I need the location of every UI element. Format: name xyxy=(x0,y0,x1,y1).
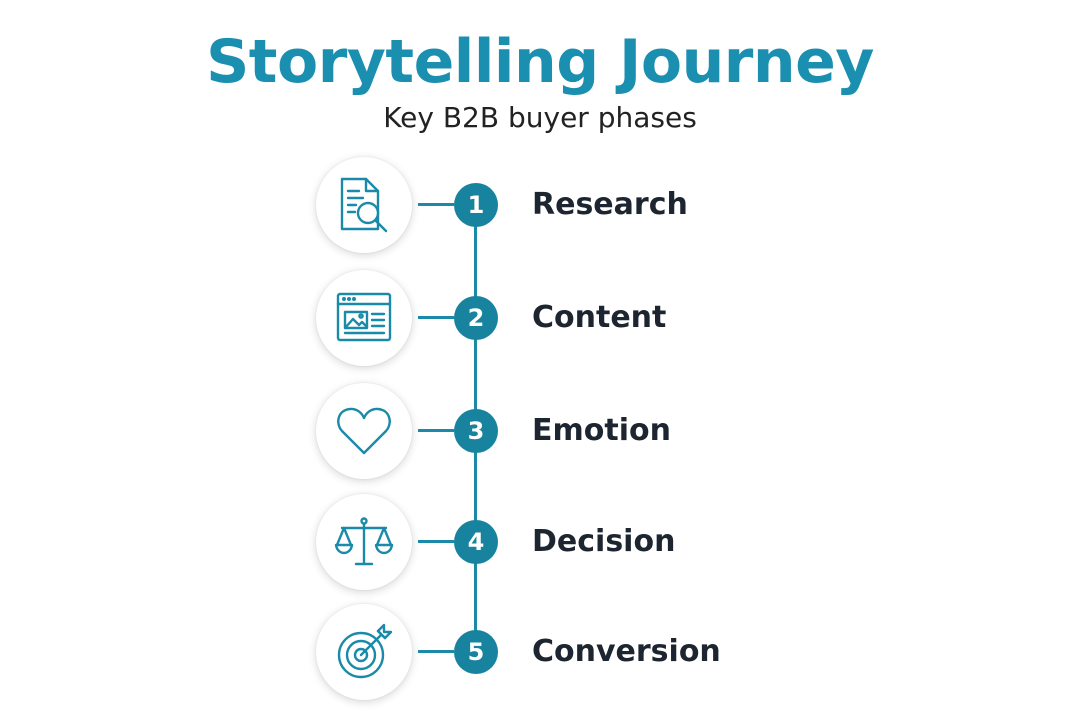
step-emotion: 3 Emotion xyxy=(0,381,1080,481)
step-label: Emotion xyxy=(532,413,671,448)
web-content-icon xyxy=(336,292,392,342)
step-conversion: 5 Conversion xyxy=(0,602,1080,702)
step-connector xyxy=(418,540,454,543)
page-subtitle: Key B2B buyer phases xyxy=(383,101,697,134)
step-connector xyxy=(418,203,454,206)
step-label: Decision xyxy=(532,524,676,559)
target-arrow-icon xyxy=(337,623,393,679)
step-number-badge: 5 xyxy=(454,630,498,674)
step-connector xyxy=(418,429,454,432)
step-label: Content xyxy=(532,300,667,335)
step-number-badge: 3 xyxy=(454,409,498,453)
step-icon-circle xyxy=(316,270,412,366)
step-number-badge: 4 xyxy=(454,520,498,564)
step-connector xyxy=(418,316,454,319)
step-label: Conversion xyxy=(532,634,721,669)
step-decision: 4 Decision xyxy=(0,492,1080,592)
balance-scale-icon xyxy=(334,517,394,566)
step-icon-circle xyxy=(316,157,412,253)
step-connector xyxy=(418,650,454,653)
step-content: 2 Content xyxy=(0,268,1080,368)
document-search-icon xyxy=(340,177,388,233)
step-icon-circle xyxy=(316,604,412,700)
step-icon-circle xyxy=(316,494,412,590)
step-research: 1 Research xyxy=(0,155,1080,255)
step-label: Research xyxy=(532,187,688,222)
heart-icon xyxy=(337,407,391,455)
step-number-badge: 2 xyxy=(454,296,498,340)
step-number-badge: 1 xyxy=(454,183,498,227)
page-title: Storytelling Journey xyxy=(206,27,874,97)
step-icon-circle xyxy=(316,383,412,479)
